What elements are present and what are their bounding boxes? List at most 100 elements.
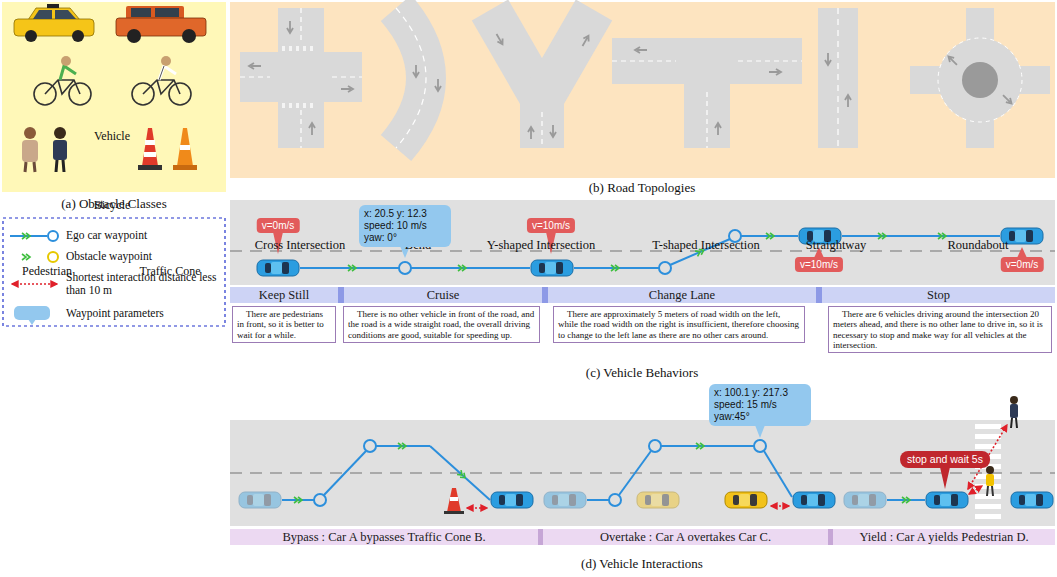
- t-intersection: [612, 38, 802, 84]
- node-text: Cruise: [344, 287, 542, 303]
- pedestrian-icon: [986, 466, 994, 496]
- speed-callout: v=10m/s: [795, 257, 843, 272]
- legend-entry: Shortest interaction distance less than …: [66, 271, 218, 297]
- interaction-bar: Overtake : Car A overtakes Car C.: [543, 529, 828, 545]
- cross-intersection: [341, 86, 353, 92]
- cone-icon: [144, 152, 156, 157]
- behavior-road: [230, 200, 1055, 285]
- interaction-road: [230, 472, 1055, 474]
- behavior-road: [531, 260, 573, 276]
- t-intersection: [635, 47, 647, 53]
- taxi-icon: [14, 4, 94, 42]
- jeep-icon: [131, 8, 151, 17]
- cross-intersection: [289, 46, 292, 51]
- interaction-road: [364, 440, 376, 452]
- pedestrian-icon: [54, 127, 66, 139]
- interaction-road: [696, 443, 704, 449]
- interaction-road: [793, 492, 835, 508]
- cross-intersection: [296, 46, 299, 51]
- behavior-road: [230, 250, 1055, 252]
- behavior-bar: Stop: [822, 287, 1055, 303]
- legend-frame: [12, 283, 57, 285]
- legend-entry: Obstacle waypoint: [66, 250, 218, 263]
- straightway: [845, 95, 851, 107]
- category-panel: VehicleBicyclePedestrianTraffic Cone: [2, 2, 226, 192]
- straightway: [825, 53, 831, 65]
- node-text: x: 100.1 y: 217.3 speed: 15 m/s yaw:45°: [714, 387, 806, 423]
- cross-intersection: [278, 8, 324, 148]
- behavior-road: [878, 233, 886, 239]
- t-intersection: [715, 123, 721, 135]
- node-text: x: 20.5 y: 12.3 speed: 10 m/s yaw: 0°: [364, 208, 446, 244]
- taxi-icon: [28, 8, 80, 20]
- cone-icon: [177, 128, 193, 166]
- cross-intersection: [240, 76, 270, 77]
- panel-caption: (b) Road Topologies: [589, 180, 695, 196]
- roundabout: [1001, 93, 1014, 106]
- waypoint-callout: x: 20.5 y: 12.3 speed: 10 m/s yaw: 0°: [359, 205, 451, 247]
- pedestrian-icon: [22, 140, 38, 162]
- legend-entry: Waypoint parameters: [66, 307, 218, 320]
- behavior-road: [300, 267, 530, 269]
- interaction-road: [491, 492, 533, 508]
- legend-frame: [14, 306, 50, 320]
- legend-frame: [48, 252, 58, 262]
- cone-icon: [173, 128, 197, 170]
- cyclist-icon: [159, 66, 164, 80]
- crosswalk: [975, 444, 1001, 449]
- panel-caption: (d) Vehicle Interactions: [581, 556, 703, 572]
- t-intersection: [684, 84, 730, 148]
- behavior-road: [230, 287, 1055, 303]
- cone-icon: [444, 488, 464, 514]
- waypoint-callout: x: 100.1 y: 217.3 speed: 15 m/s yaw:45°: [709, 384, 811, 426]
- node-text: There are pedestrians in front, so it is…: [237, 309, 331, 340]
- pedestrian-icon: [25, 162, 35, 172]
- bend: [413, 65, 419, 77]
- bend: [396, 8, 426, 148]
- jeep-icon: [182, 29, 196, 43]
- interaction-road: [314, 494, 326, 506]
- obstacle-panel: [2, 2, 226, 192]
- cross-intersection: [296, 103, 299, 108]
- node-text: v=0m/s: [262, 218, 295, 233]
- cross-intersection: [282, 46, 285, 51]
- taxi-icon: [25, 30, 37, 42]
- t-intersection: [738, 60, 802, 61]
- pedestrian-icon: [1010, 396, 1018, 404]
- t-intersection: [706, 92, 707, 148]
- behavior-road: [938, 233, 946, 239]
- cone-icon: [142, 128, 158, 166]
- behavior-bar: Change Lane: [548, 287, 816, 303]
- interaction-bar: Yield : Car A yields Pedestrian D.: [833, 529, 1055, 545]
- pedestrian-icon: [1010, 404, 1018, 418]
- roundabout: [946, 54, 959, 67]
- taxi-icon: [47, 4, 59, 8]
- cyclist-icon: [132, 56, 191, 105]
- interaction-road: [230, 396, 1055, 545]
- interaction-road: [230, 420, 1055, 526]
- node-text: There are approximately 5 meters of road…: [558, 309, 800, 340]
- bend: [396, 8, 441, 148]
- taxi-icon: [72, 30, 84, 42]
- roundabout: [938, 38, 1022, 122]
- straightway: [818, 8, 858, 148]
- interaction-road: [969, 486, 982, 494]
- interaction-road: [661, 445, 754, 447]
- interaction-road: [324, 451, 366, 495]
- jeep-icon: [127, 29, 141, 43]
- node-text: v=10m/s: [532, 218, 570, 233]
- interaction-road: [637, 492, 679, 508]
- reason-box: There are 6 vehicles driving around the …: [828, 306, 1052, 353]
- panel-caption: (c) Vehicle Behaviors: [586, 365, 698, 381]
- behavior-road: [766, 233, 774, 239]
- obstacle-panel: [2, 2, 226, 192]
- cyclist-icon: [143, 80, 180, 94]
- node-text: v=0m/s: [1006, 257, 1039, 272]
- y-intersection: [528, 127, 534, 139]
- cross-intersection: [282, 46, 313, 108]
- pedestrian-icon: [1011, 418, 1017, 428]
- interaction-road: [1011, 492, 1053, 508]
- behavior-road: [842, 235, 1000, 237]
- interaction-road: [940, 467, 950, 489]
- interaction-road: [467, 507, 487, 509]
